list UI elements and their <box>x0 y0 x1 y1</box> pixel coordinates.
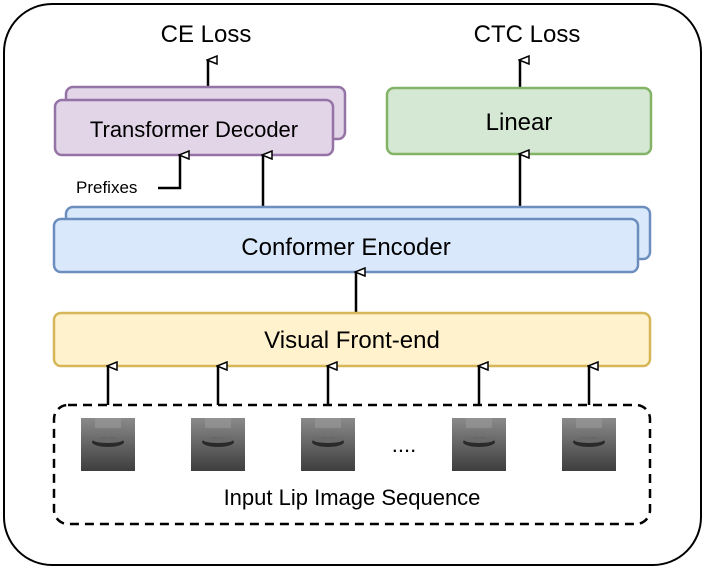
arrow-prefixes-to-decoder <box>158 155 180 190</box>
input-sequence-box <box>52 403 652 526</box>
prefixes-label: Prefixes <box>76 178 137 197</box>
lip-image-2 <box>191 418 245 471</box>
linear-label: Linear <box>486 109 553 136</box>
conformer-encoder-block: Conformer Encoder <box>52 205 652 274</box>
lip-image-5 <box>562 418 616 471</box>
visual-frontend-label: Visual Front-end <box>264 327 440 354</box>
lip-image-1 <box>81 418 135 471</box>
transformer-decoder-label: Transformer Decoder <box>90 117 298 142</box>
input-sequence-label: Input Lip Image Sequence <box>224 485 481 510</box>
visual-frontend-block: Visual Front-end <box>52 311 652 368</box>
conformer-encoder-label: Conformer Encoder <box>241 234 450 261</box>
transformer-decoder-block: Transformer Decoder <box>53 85 347 157</box>
lip-image-3 <box>301 418 355 471</box>
ellipsis-dots: .... <box>392 432 416 457</box>
ctc-loss-label: CTC Loss <box>474 21 581 48</box>
lip-image-4 <box>452 418 506 471</box>
ce-loss-label: CE Loss <box>161 21 252 48</box>
linear-block: Linear <box>385 86 653 156</box>
